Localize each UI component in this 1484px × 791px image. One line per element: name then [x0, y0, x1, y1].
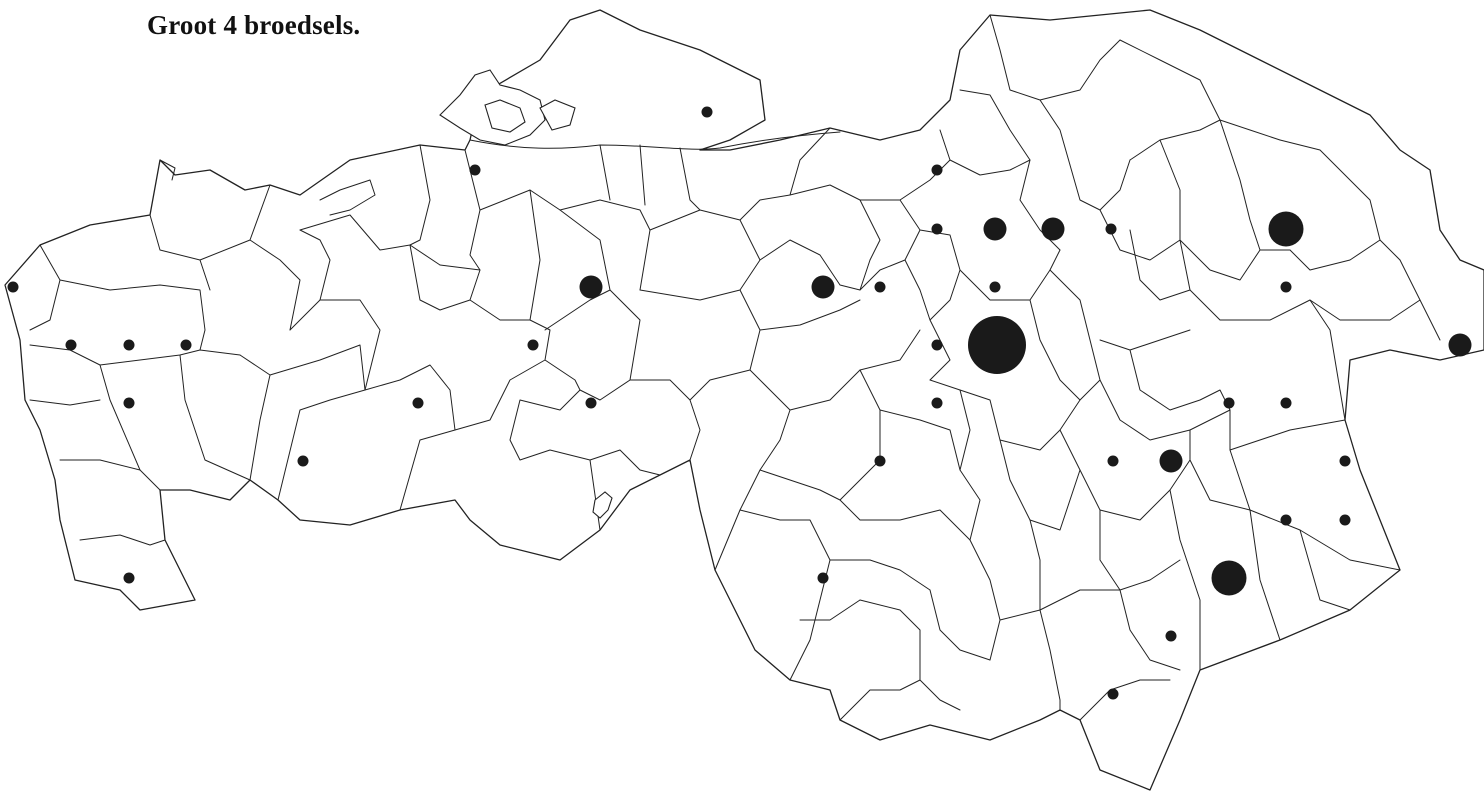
marker-small — [123, 397, 135, 409]
marker-small — [412, 397, 424, 409]
marker-medium — [983, 217, 1007, 241]
marker-medium — [1448, 333, 1472, 357]
marker-small — [123, 572, 135, 584]
marker-small — [585, 397, 597, 409]
estuary-island-3 — [539, 99, 576, 131]
breeding-markers — [7, 106, 1472, 700]
marker-small — [1165, 630, 1177, 642]
municipal-borders — [29, 14, 1441, 721]
marker-medium — [811, 275, 835, 299]
marker-small — [931, 397, 943, 409]
marker-medium-large — [1211, 560, 1247, 596]
marker-small — [874, 281, 886, 293]
small-lake — [592, 491, 613, 519]
marker-small — [65, 339, 77, 351]
marker-small — [817, 572, 829, 584]
estuary-island-2 — [484, 99, 526, 133]
river-line — [469, 131, 841, 150]
marker-small — [1339, 514, 1351, 526]
marker-small — [180, 339, 192, 351]
marker-medium — [579, 275, 603, 299]
marker-small — [123, 339, 135, 351]
marker-small — [469, 164, 481, 176]
marker-small — [989, 281, 1001, 293]
marker-large — [968, 316, 1026, 374]
map-title: Groot 4 broedsels. — [147, 10, 361, 40]
marker-small — [1339, 455, 1351, 467]
marker-small — [931, 339, 943, 351]
marker-small — [1107, 455, 1119, 467]
marker-small — [1280, 514, 1292, 526]
marker-small — [1107, 688, 1119, 700]
marker-medium — [1159, 449, 1183, 473]
marker-small — [1280, 281, 1292, 293]
marker-small — [1105, 223, 1117, 235]
marker-small — [1223, 397, 1235, 409]
marker-small — [7, 281, 19, 293]
province-outline — [4, 9, 1484, 791]
marker-small — [527, 339, 539, 351]
marker-small — [931, 223, 943, 235]
marker-medium — [1041, 217, 1065, 241]
marker-small — [874, 455, 886, 467]
west-inlet — [159, 159, 376, 216]
marker-small — [931, 164, 943, 176]
marker-small — [701, 106, 713, 118]
marker-medium-large — [1268, 211, 1304, 247]
marker-small — [1280, 397, 1292, 409]
marker-small — [297, 455, 309, 467]
